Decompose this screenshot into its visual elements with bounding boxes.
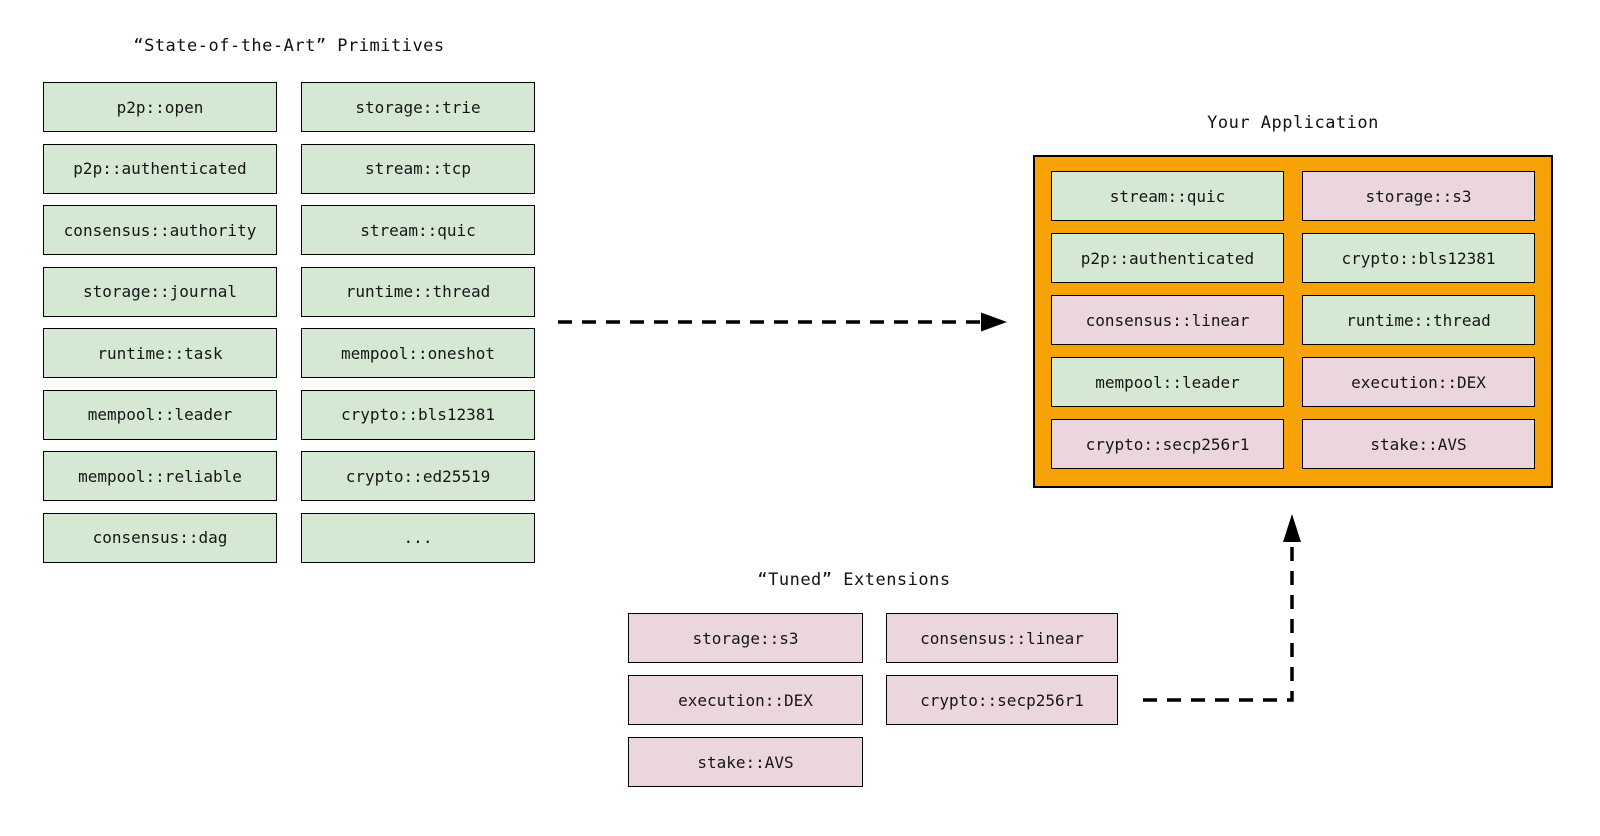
app-box-stream-quic: stream::quic: [1051, 171, 1284, 221]
app-box-p2p-authenticated: p2p::authenticated: [1051, 233, 1284, 283]
primitive-box-mempool-oneshot: mempool::oneshot: [301, 328, 535, 378]
app-box-crypto-secp256r1: crypto::secp256r1: [1051, 419, 1284, 469]
extension-box-stake-avs: stake::AVS: [628, 737, 863, 787]
arrowhead-right-icon: [981, 312, 1007, 332]
primitives-column-1: p2p::open p2p::authenticated consensus::…: [43, 82, 277, 563]
application-container: stream::quic storage::s3 p2p::authentica…: [1033, 155, 1553, 488]
app-box-stake-avs: stake::AVS: [1302, 419, 1535, 469]
primitives-to-application-arrow: [558, 312, 1007, 332]
primitive-box-consensus-authority: consensus::authority: [43, 205, 277, 255]
extensions-to-application-arrow: [1143, 514, 1301, 702]
primitive-box-mempool-leader: mempool::leader: [43, 389, 277, 440]
primitives-section-title: “State-of-the-Art” Primitives: [133, 36, 445, 56]
app-box-runtime-thread: runtime::thread: [1302, 295, 1535, 345]
application-section-title: Your Application: [1207, 113, 1379, 133]
extension-box-storage-s3: storage::s3: [628, 613, 863, 663]
app-box-consensus-linear: consensus::linear: [1051, 295, 1284, 345]
extension-box-crypto-secp256r1: crypto::secp256r1: [886, 675, 1118, 725]
primitive-box-ellipsis: ...: [301, 512, 535, 563]
primitive-box-stream-tcp: stream::tcp: [301, 143, 535, 194]
primitive-box-runtime-task: runtime::task: [43, 328, 277, 378]
extension-box-consensus-linear: consensus::linear: [886, 613, 1118, 663]
extensions-section-title: “Tuned” Extensions: [757, 570, 951, 590]
app-box-crypto-bls12381: crypto::bls12381: [1302, 233, 1535, 283]
primitive-box-consensus-dag: consensus::dag: [43, 512, 277, 563]
primitive-box-storage-trie: storage::trie: [301, 82, 535, 132]
extensions-column-2: consensus::linear crypto::secp256r1: [886, 613, 1118, 725]
app-box-storage-s3: storage::s3: [1302, 171, 1535, 221]
primitive-box-runtime-thread: runtime::thread: [301, 266, 535, 317]
arrowhead-up-icon: [1283, 514, 1301, 542]
app-box-mempool-leader: mempool::leader: [1051, 357, 1284, 407]
primitive-box-stream-quic: stream::quic: [301, 205, 535, 255]
primitive-box-mempool-reliable: mempool::reliable: [43, 451, 277, 501]
app-box-execution-dex: execution::DEX: [1302, 357, 1535, 407]
primitive-box-crypto-ed25519: crypto::ed25519: [301, 451, 535, 501]
primitive-box-p2p-authenticated: p2p::authenticated: [43, 143, 277, 194]
extensions-column-1: storage::s3 execution::DEX stake::AVS: [628, 613, 863, 787]
primitive-box-p2p-open: p2p::open: [43, 82, 277, 132]
primitive-box-crypto-bls12381: crypto::bls12381: [301, 389, 535, 440]
extension-box-execution-dex: execution::DEX: [628, 675, 863, 725]
primitive-box-storage-journal: storage::journal: [43, 266, 277, 317]
primitives-column-2: storage::trie stream::tcp stream::quic r…: [301, 82, 535, 563]
